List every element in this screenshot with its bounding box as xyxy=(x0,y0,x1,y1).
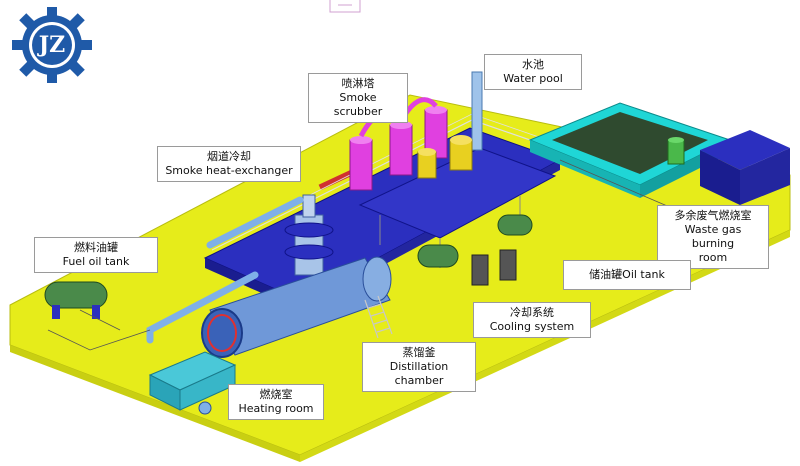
label-cooling-system-zh: 冷却系统 xyxy=(510,306,554,319)
label-heating-room-en: Heating room xyxy=(238,402,314,415)
logo-text: JZ xyxy=(38,32,66,58)
gear-icon xyxy=(12,7,92,83)
waste-gas-building xyxy=(667,130,790,205)
label-smoke-heat-exchanger-en: Smoke heat-exchanger xyxy=(165,164,293,177)
label-heating-room: 燃烧室 Heating room xyxy=(228,384,324,420)
heating-room-box xyxy=(148,351,237,415)
label-waste-gas-room: 多余废气燃烧室 Waste gas burning room xyxy=(657,205,769,269)
label-waste-gas-room-en2: room xyxy=(698,251,728,264)
label-cooling-system-en: Cooling system xyxy=(489,320,575,333)
ladder xyxy=(364,295,393,339)
label-water-pool: 水池 Water pool xyxy=(484,54,582,90)
fuel-tank-vessel xyxy=(44,281,108,319)
label-cooling-system: 冷却系统 Cooling system xyxy=(473,302,591,338)
label-smoke-scrubber-zh: 喷淋塔 xyxy=(341,77,375,90)
label-smoke-scrubber: 喷淋塔 Smoke scrubber xyxy=(308,73,408,123)
platform-vessels xyxy=(417,135,473,179)
scrubber-towers xyxy=(349,97,448,191)
label-water-pool-zh: 水池 xyxy=(522,58,544,71)
red-marker xyxy=(318,167,358,191)
distillation-cylinder xyxy=(201,256,392,358)
label-water-pool-en: Water pool xyxy=(503,72,563,85)
chimney xyxy=(471,71,483,151)
central-tower xyxy=(284,194,334,276)
guide-lines xyxy=(329,0,361,13)
cooling-vessels xyxy=(417,214,533,286)
label-waste-gas-room-en1: Waste gas burning xyxy=(684,223,742,250)
label-smoke-heat-exchanger: 烟道冷却 Smoke heat-exchanger xyxy=(157,146,301,182)
label-fuel-oil-tank-zh: 燃料油罐 xyxy=(74,241,118,254)
label-fuel-oil-tank: 燃料油罐 Fuel oil tank xyxy=(34,237,158,273)
label-waste-gas-room-zh: 多余废气燃烧室 xyxy=(674,209,752,222)
label-oil-storage-tank-text: 储油罐Oil tank xyxy=(589,268,665,281)
label-distillation-chamber-en: Distillation chamber xyxy=(389,360,449,387)
label-heating-room-zh: 燃烧室 xyxy=(259,388,293,401)
label-smoke-scrubber-en: Smoke scrubber xyxy=(333,91,383,118)
label-distillation-chamber: 蒸馏釜 Distillation chamber xyxy=(362,342,476,392)
label-oil-storage-tank: 储油罐Oil tank xyxy=(563,260,691,290)
company-logo: JZ xyxy=(8,5,96,85)
label-smoke-heat-exchanger-zh: 烟道冷却 xyxy=(207,150,251,163)
label-distillation-chamber-zh: 蒸馏釜 xyxy=(402,346,436,359)
label-fuel-oil-tank-en: Fuel oil tank xyxy=(62,255,130,268)
